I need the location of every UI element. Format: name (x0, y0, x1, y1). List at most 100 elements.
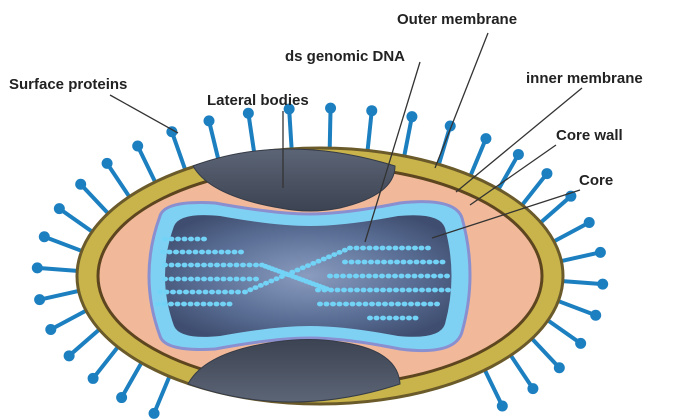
dna-dot (362, 260, 368, 265)
dna-dot (193, 250, 199, 255)
dna-dot (183, 290, 189, 295)
surface-protein-head (597, 279, 608, 290)
surface-protein-head (366, 105, 377, 116)
dna-dot (188, 237, 194, 242)
dna-dot (214, 263, 220, 268)
label-ds-genomic-dna: ds genomic DNA (285, 48, 405, 65)
dna-dot (412, 246, 418, 251)
dna-dot (182, 277, 188, 282)
dna-dot (175, 237, 181, 242)
dna-dot (330, 302, 336, 307)
surface-protein-head (149, 408, 160, 419)
dna-dot (431, 274, 437, 279)
surface-protein-stalk (522, 174, 547, 205)
surface-protein-stalk (107, 163, 129, 196)
surface-protein-stalk (248, 113, 254, 153)
dna-dot (162, 302, 168, 307)
dna-dot (186, 250, 192, 255)
dna-dot (374, 316, 380, 321)
dna-dot (169, 277, 175, 282)
dna-dot (386, 274, 392, 279)
dna-dot (310, 261, 316, 266)
dna-dot (195, 263, 201, 268)
surface-protein-stalk (368, 111, 372, 151)
dna-dot (157, 290, 163, 295)
surface-protein-stalk (44, 237, 81, 251)
label-outer-membrane: Outer membrane (397, 11, 517, 28)
dna-dot (235, 290, 241, 295)
dna-dot (347, 246, 353, 251)
dna-dot (402, 302, 408, 307)
dna-dot (331, 252, 337, 257)
surface-protein-head (45, 324, 56, 335)
dna-dot (253, 263, 259, 268)
dna-dot (234, 263, 240, 268)
dna-dot (341, 288, 347, 293)
surface-protein-stalk (40, 291, 79, 300)
dna-dot (367, 316, 373, 321)
dna-dot (212, 250, 218, 255)
surface-protein-head (132, 140, 143, 151)
dna-dot (155, 302, 161, 307)
surface-protein-stalk (485, 370, 502, 406)
dna-dot (199, 250, 205, 255)
surface-protein-head (541, 168, 552, 179)
dna-dot (227, 302, 233, 307)
dna-dot (354, 288, 360, 293)
dna-dot (439, 288, 445, 293)
dna-dot (274, 276, 280, 281)
dna-dot (380, 316, 386, 321)
dna-dot (433, 260, 439, 265)
dna-dot (195, 237, 201, 242)
dna-dot (175, 277, 181, 282)
surface-protein-stalk (289, 109, 291, 149)
dna-dot (373, 274, 379, 279)
surface-protein-head (88, 373, 99, 384)
dna-dot (350, 302, 356, 307)
dna-dot (379, 274, 385, 279)
dna-dot (363, 302, 369, 307)
dna-dot (438, 274, 444, 279)
dna-dot (214, 302, 220, 307)
dna-dot (247, 277, 253, 282)
dna-dot (182, 237, 188, 242)
dna-dot (342, 248, 348, 253)
dna-dot (238, 250, 244, 255)
dna-dot (381, 260, 387, 265)
dna-dot (240, 263, 246, 268)
dna-dot (349, 260, 355, 265)
dna-dot (253, 277, 259, 282)
dna-dot (300, 265, 306, 270)
dna-dot (414, 260, 420, 265)
dna-dot (227, 277, 233, 282)
dna-dot (201, 302, 207, 307)
dna-dot (376, 302, 382, 307)
surface-protein-stalk (561, 252, 600, 261)
dna-dot (321, 257, 327, 262)
dna-dot (295, 268, 301, 273)
surface-protein-stalk (330, 108, 331, 148)
surface-protein-head (406, 111, 417, 122)
dna-dot (334, 274, 340, 279)
surface-protein-stalk (51, 311, 86, 330)
dna-dot (392, 274, 398, 279)
dna-dot (182, 263, 188, 268)
dna-dot (412, 274, 418, 279)
dna-dot (394, 260, 400, 265)
surface-protein-stalk (37, 268, 77, 271)
surface-protein-stalk (69, 330, 99, 356)
dna-dot (324, 302, 330, 307)
surface-protein-stalk (541, 196, 571, 222)
surface-protein-head (102, 158, 113, 169)
dna-dot (340, 274, 346, 279)
dna-dot (406, 288, 412, 293)
dna-dot (219, 250, 225, 255)
dna-dot (413, 288, 419, 293)
dna-dot (195, 277, 201, 282)
surface-protein-stalk (209, 121, 218, 160)
dna-dot (360, 246, 366, 251)
dna-dot (317, 302, 323, 307)
dna-dot (366, 274, 372, 279)
surface-protein-stalk (59, 209, 92, 232)
surface-protein-head (243, 108, 254, 119)
